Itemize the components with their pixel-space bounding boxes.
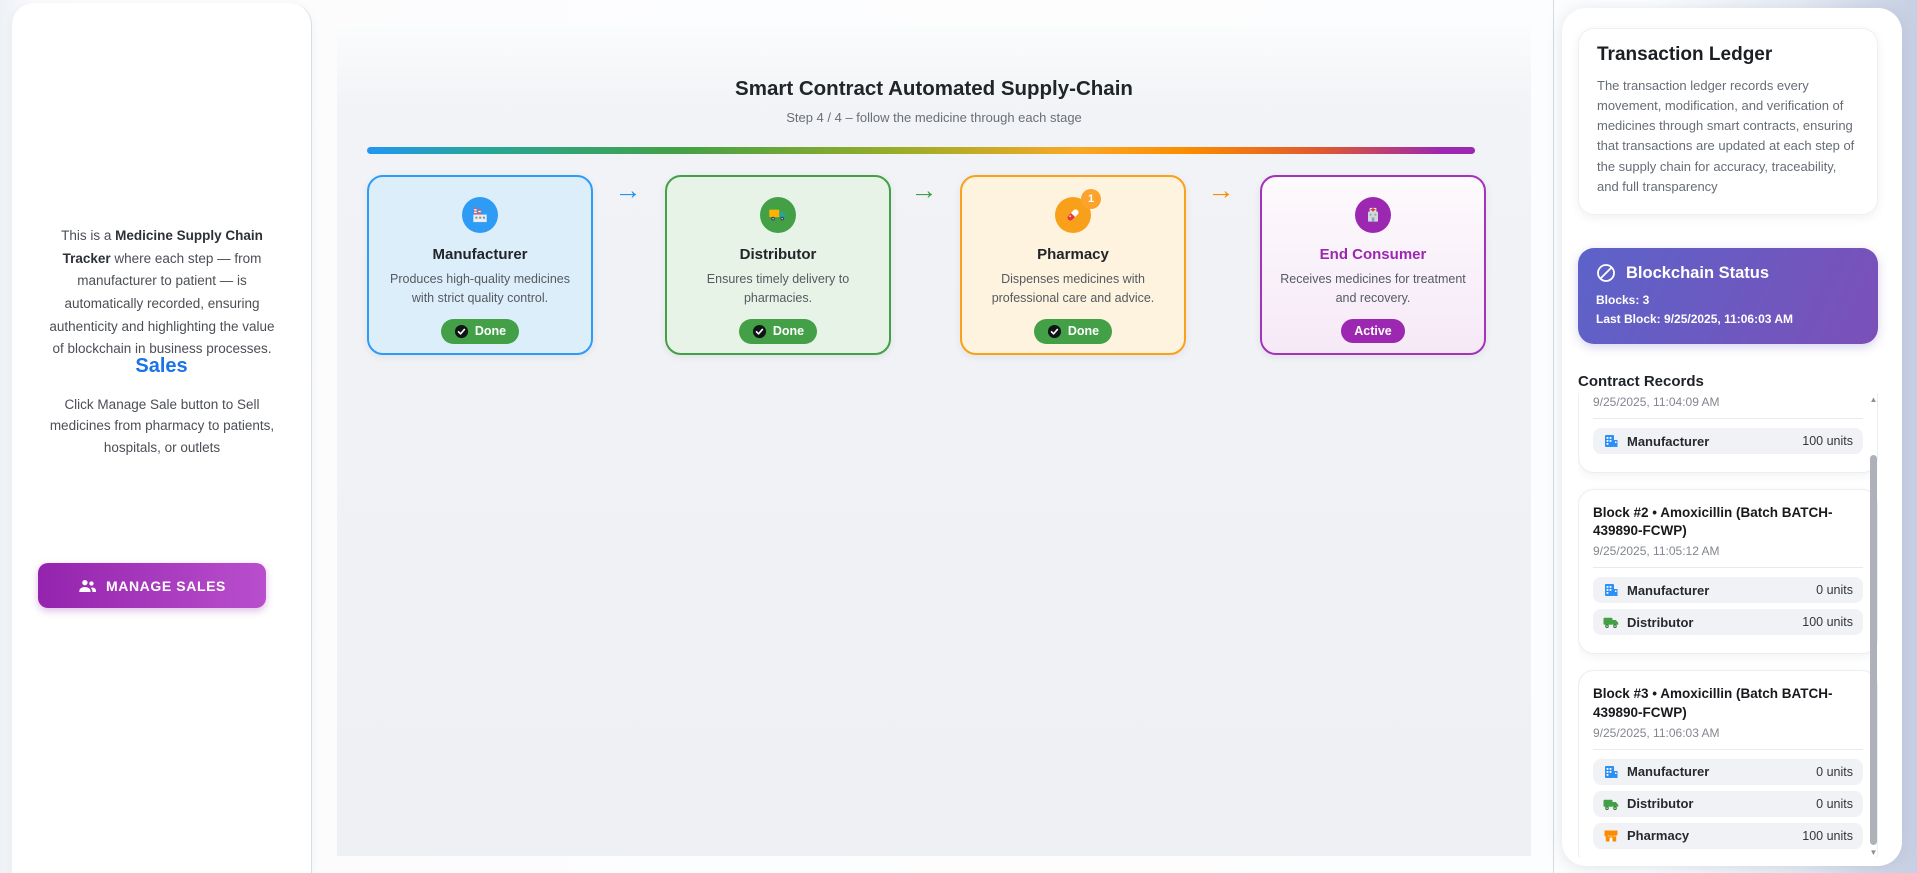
record-title: Block #2 • Amoxicillin (Batch BATCH-4398… (1593, 505, 1833, 539)
stage-description: Receives medicines for treatment and rec… (1280, 272, 1466, 306)
record-card-block2: Block #2 • Amoxicillin (Batch BATCH-4398… (1578, 489, 1878, 655)
truck-icon (1603, 614, 1619, 630)
record-party: Distributor (1627, 796, 1694, 812)
records-scrollbar[interactable]: ▲ ▼ (1869, 393, 1878, 857)
building-icon (1603, 764, 1619, 780)
record-time: 9/25/2025, 11:05:12 AM (1593, 544, 1720, 559)
scroll-down-arrow[interactable]: ▼ (1869, 848, 1878, 857)
blocks-count: Blocks: 3 (1596, 293, 1650, 307)
record-time: 9/25/2025, 11:06:03 AM (1593, 725, 1720, 740)
record-party: Manufacturer (1627, 433, 1710, 449)
status-badge-active: Active (1341, 318, 1405, 343)
status-label: Done (474, 324, 507, 339)
page-title: Smart Contract Automated Supply-Chain (735, 77, 1133, 100)
record-card-block3: Block #3 • Amoxicillin (Batch BATCH-4398… (1578, 670, 1878, 857)
record-units: 0 units (1816, 764, 1853, 779)
pill-icon: 1 (1055, 189, 1101, 233)
arrow-right-icon: → (1207, 175, 1235, 205)
stage-title: End Consumer (1319, 246, 1427, 263)
intro-bold: Medicine Supply Chain Tracker (62, 228, 263, 266)
stage-card-manufacturer: Manufacturer Produces high-quality medic… (367, 175, 593, 355)
truck-icon (760, 197, 796, 233)
record-units: 100 units (1802, 828, 1853, 843)
stage-title: Distributor (739, 246, 817, 263)
record-row: Distributor 0 units (1593, 790, 1863, 817)
stage-title: Manufacturer (432, 246, 528, 263)
check-icon (454, 324, 469, 339)
stage-description: Ensures timely delivery to pharmacies. (706, 272, 850, 306)
intro-text: This is a Medicine Supply Chain Tracker … (44, 225, 280, 361)
record-row: Manufacturer 100 units (1593, 428, 1863, 454)
stage-description: Produces high-quality medicines with str… (390, 272, 570, 306)
record-row: Pharmacy 100 units (1593, 822, 1863, 849)
status-label: Done (772, 324, 805, 339)
check-icon (752, 324, 767, 339)
contract-records-heading: Contract Records (1578, 373, 1704, 390)
building-icon (1603, 582, 1619, 598)
status-label: Active (1354, 323, 1392, 338)
status-badge-done: Done (738, 318, 818, 344)
truck-icon (1603, 796, 1619, 812)
left-sidebar: This is a Medicine Supply Chain Tracker … (12, 3, 312, 873)
record-party: Manufacturer (1627, 764, 1710, 780)
stage-title: Pharmacy (1037, 246, 1109, 263)
transaction-ledger-card: Transaction Ledger The transaction ledge… (1578, 28, 1878, 215)
record-party: Manufacturer (1627, 582, 1710, 598)
factory-icon (462, 197, 498, 233)
step-subtitle: Step 4 / 4 – follow the medicine through… (786, 110, 1082, 125)
check-icon (1047, 324, 1062, 339)
ledger-title: Transaction Ledger (1597, 44, 1773, 65)
record-title: Block #3 • Amoxicillin (Batch BATCH-4398… (1593, 686, 1833, 720)
people-icon (78, 579, 97, 593)
record-party: Pharmacy (1627, 828, 1690, 844)
record-time: 9/25/2025, 11:04:09 AM (1593, 395, 1720, 409)
manage-sales-label: MANAGE SALES (106, 577, 226, 594)
ledger-description: The transaction ledger records every mov… (1597, 78, 1855, 194)
progress-bar (367, 147, 1475, 154)
record-units: 0 units (1816, 796, 1853, 811)
intro-rest: where each step — from manufacturer to p… (49, 250, 275, 357)
record-units: 0 units (1816, 583, 1853, 598)
record-party: Distributor (1627, 614, 1694, 630)
main-content: Smart Contract Automated Supply-Chain St… (337, 25, 1531, 856)
intro-prefix: This is a (61, 228, 116, 243)
right-sidebar: Transaction Ledger The transaction ledge… (1562, 8, 1902, 866)
status-label: Done (1067, 324, 1100, 339)
slash-circle-icon (1596, 263, 1616, 283)
manage-sales-button[interactable]: MANAGE SALES (38, 563, 266, 608)
status-title: Blockchain Status (1626, 263, 1770, 282)
stage-description: Dispenses medicines with professional ca… (991, 272, 1155, 306)
blockchain-status-card: Blockchain Status Blocks: 3 Last Block: … (1578, 248, 1878, 344)
stage-card-end-consumer: End Consumer Receives medicines for trea… (1260, 175, 1486, 355)
pharmacy-count-badge: 1 (1081, 189, 1101, 209)
stage-card-pharmacy: 1 Pharmacy Dispenses medicines with prof… (960, 175, 1186, 355)
record-row: Manufacturer 0 units (1593, 758, 1863, 785)
arrow-right-icon: → (910, 175, 938, 205)
records-list[interactable]: 9/25/2025, 11:04:09 AM Manufacturer 100 … (1578, 393, 1878, 857)
arrow-right-icon: → (614, 175, 642, 205)
record-row: Manufacturer 0 units (1593, 577, 1863, 604)
building-icon (1603, 433, 1619, 449)
record-row: Distributor 100 units (1593, 609, 1863, 636)
status-badge-done: Done (1033, 318, 1113, 344)
stage-card-distributor: Distributor Ensures timely delivery to p… (665, 175, 891, 355)
hospital-icon (1355, 197, 1391, 233)
sales-heading: Sales (135, 355, 188, 377)
last-block-time: Last Block: 9/25/2025, 11:06:03 AM (1596, 312, 1793, 326)
record-units: 100 units (1802, 434, 1853, 448)
status-badge-done: Done (440, 318, 520, 344)
scroll-up-arrow[interactable]: ▲ (1869, 395, 1878, 404)
store-icon (1603, 828, 1619, 844)
scrollbar-thumb[interactable] (1870, 455, 1877, 845)
record-card-block1: 9/25/2025, 11:04:09 AM Manufacturer 100 … (1578, 393, 1878, 473)
vertical-divider (1553, 0, 1554, 873)
sales-description: Click Manage Sale button to Sell medicin… (49, 397, 275, 455)
record-units: 100 units (1802, 615, 1853, 630)
